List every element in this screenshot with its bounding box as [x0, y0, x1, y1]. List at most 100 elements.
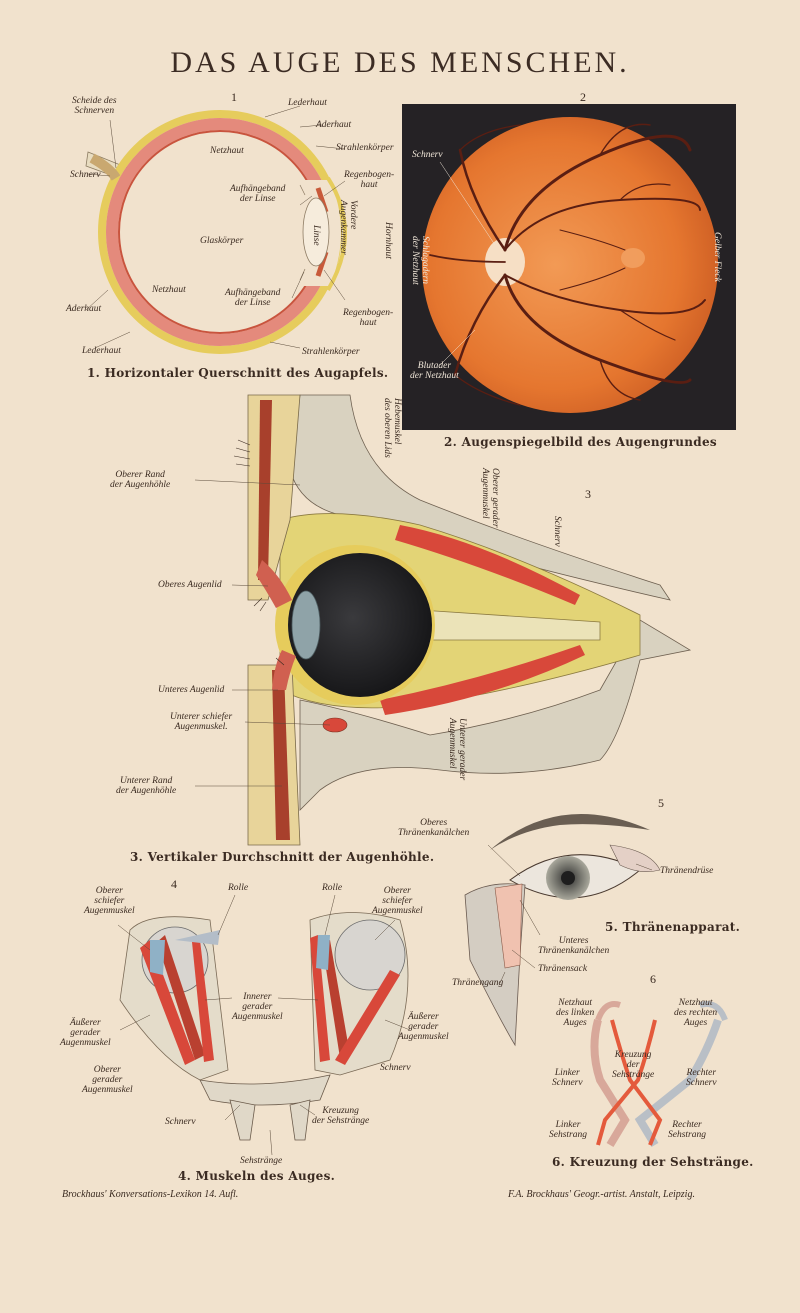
fig2-macula [621, 248, 645, 268]
fig2-caption: 2. Augenspiegelbild des Augengrundes [444, 435, 717, 449]
fig6-crossing-fibers [596, 1019, 657, 1146]
fig5-number: 5 [658, 796, 664, 810]
fig6-label-linker-schnerv: Linker Schnerv [552, 1068, 583, 1088]
fig4-chiasm [199, 1074, 331, 1106]
fig4-label-oberer-schiefer-right: Oberer schiefer Augenmuskel [372, 886, 423, 916]
fig4-label-aeusserer-left: Äußerer gerader Augenmuskel [60, 1018, 111, 1048]
fig1-caption: 1. Horizontaler Querschnitt des Augapfel… [87, 366, 389, 380]
fig5-eyebrow [490, 814, 650, 850]
fig6-label-netzhaut-links: Netzhaut des linken Auges [556, 998, 595, 1028]
fig3-label-unterer-gerader: Unterer gerader Augenmuskel [447, 718, 467, 781]
fig1-number: 1 [231, 90, 237, 104]
fig5-label-oberes-kanaelchen: Oberes Thränenkanälchen [398, 818, 470, 838]
fig3-lower-muscle [272, 670, 290, 840]
fig4-muscles [117, 894, 411, 1156]
fig1-label-aderhaut-top: Aderhaut [316, 120, 352, 130]
fig4-left-tendon [150, 940, 165, 975]
fig4-leader-lines [117, 894, 411, 1156]
fig3-inferior-rectus [380, 645, 585, 715]
fig1-leader-lines [85, 105, 346, 349]
fig3-upper-lid [256, 560, 292, 608]
plate-title: DAS AUGE DES MENSCHEN. [170, 46, 630, 79]
fig5-label-thraenengang: Thränengang [452, 978, 504, 988]
fig1-label-lederhaut-top: Lederhaut [288, 98, 327, 108]
fig4-label-kreuzung: Kreuzung der Sehstränge [312, 1106, 370, 1126]
fig1-label-netzhaut-top: Netzhaut [210, 146, 244, 156]
fig4-right-eyeball [334, 919, 406, 991]
fig3-label-unterer-schiefer: Unterer schiefer Augenmuskel. [170, 712, 233, 732]
fig4-label-sehstraenge: Sehstränge [240, 1156, 283, 1166]
fig4-label-rolle-left: Rolle [228, 883, 249, 893]
fig1-ligament [299, 184, 306, 281]
fig2-vessels [429, 123, 706, 406]
fig5-leader-lines [487, 844, 653, 984]
fig4-right-lateral-rectus [335, 970, 400, 1065]
fig4-right-superior-rectus [322, 940, 350, 1058]
fig1-label-lederhaut-bottom: Lederhaut [82, 346, 121, 356]
fig1-label-regenbogenhaut-top: Regenbogen- haut [344, 170, 395, 190]
fig4-left-superior-rectus [157, 935, 205, 1060]
fig6-label-rechter-sehstrang: Rechter Sehstrang [668, 1120, 706, 1140]
fig3-upper-muscle [258, 400, 272, 580]
fig1-label-regenbogenhaut-bottom: Regenbogen- haut [343, 308, 394, 328]
fig3-label-schnerv: Schnerv [552, 516, 562, 547]
fig4-label-schnerv-right: Schnerv [380, 1063, 411, 1073]
fig2-label-blutader: Blutader der Netzhaut [410, 361, 459, 381]
fig2-number: 2 [580, 90, 586, 104]
fig1-label-hornhaut: Hornhaut [383, 222, 393, 259]
fig1-choroid [106, 118, 334, 346]
fig5-label-thraenendruese: Thränendrüse [660, 866, 714, 876]
fig5-lacrimal-sac [494, 883, 523, 969]
fig1-label-strahlenkoerper-bottom: Strahlenkörper [302, 347, 360, 357]
fig1-optic-nerve [89, 153, 121, 181]
fig2-label-schnerv: Schnerv [412, 150, 443, 160]
fig6-label-linker-sehstrang: Linker Sehstrang [549, 1120, 587, 1140]
fig4-right-medial-rectus [310, 935, 330, 1062]
fig4-number: 4 [171, 877, 177, 891]
fig6-chiasm [590, 1001, 728, 1148]
fig3-caption: 3. Vertikaler Durchschnitt der Augenhöhl… [130, 850, 435, 864]
fig4-label-oberer-schiefer-left: Oberer schiefer Augenmuskel [84, 886, 135, 916]
fig6-label-netzhaut-rechts: Netzhaut des rechten Auges [674, 998, 718, 1028]
fig2-retina-disc [422, 117, 718, 413]
fig1-eyeball-section [85, 105, 347, 354]
fig3-label-oberer-rand: Oberer Rand der Augenhöhle [110, 470, 171, 490]
fig1-cornea [326, 176, 347, 292]
fig2-fundus [402, 104, 736, 430]
fig1-retina [118, 130, 322, 334]
fig1-label-aderhaut-bottom: Aderhaut [66, 304, 102, 314]
fig1-label-scheide: Scheide des Schnerven [72, 96, 117, 116]
fig3-number: 3 [585, 487, 591, 501]
fig6-label-kreuzung: Kreuzung der Sehstränge [612, 1050, 655, 1080]
fig6-number: 6 [650, 972, 656, 986]
fig1-label-strahlenkoerper-top: Strahlenkörper [336, 143, 394, 153]
fig1-label-aufhaengeband-top: Aufhängeband der Linse [230, 184, 286, 204]
fig6-right-retina [699, 1001, 728, 1022]
fig1-label-glaskoerper: Glaskörper [200, 236, 244, 246]
fig6-caption: 6. Kreuzung der Sehstränge. [552, 1155, 754, 1169]
fig1-label-schnerv: Schnerv [70, 170, 101, 180]
fig1-label-linse: Linse [311, 225, 321, 246]
fig4-caption: 4. Muskeln des Auges. [178, 1169, 336, 1183]
fig5-lacrimal [464, 814, 661, 1047]
fig1-label-aufhaengeband-bottom: Aufhängeband der Linse [225, 288, 281, 308]
fig6-left-fibers [610, 1019, 663, 1146]
fig3-label-oberes-augenlid: Oberes Augenlid [158, 580, 222, 590]
fig2-label-schlagadern: Schlagadern der Netzhaut [410, 236, 430, 285]
fig1-label-vordere-augenkammer: Vordere Augenkammer [338, 200, 358, 255]
fig2-leader-lines [439, 161, 496, 366]
fig6-left-nerve [590, 1018, 630, 1148]
fig2-label-gelber-fleck: Gelber Fleck [712, 232, 722, 282]
fig3-orbit-section [194, 394, 692, 846]
fig4-left-medial-rectus [192, 940, 214, 1062]
fig5-pupil [561, 871, 575, 885]
fig5-caption: 5. Thränenapparat. [605, 920, 741, 934]
fig3-label-hebemuskel: Hebemuskel des oberen Lids [382, 398, 402, 458]
fig6-right-nerve [634, 1018, 722, 1148]
fig6-left-retina [595, 1001, 621, 1022]
fig4-optic-tracts [229, 1099, 311, 1141]
fig3-label-unteres-augenlid: Unteres Augenlid [158, 685, 225, 695]
fig4-label-rolle-right: Rolle [322, 883, 343, 893]
fig4-right-tendon [316, 935, 330, 970]
